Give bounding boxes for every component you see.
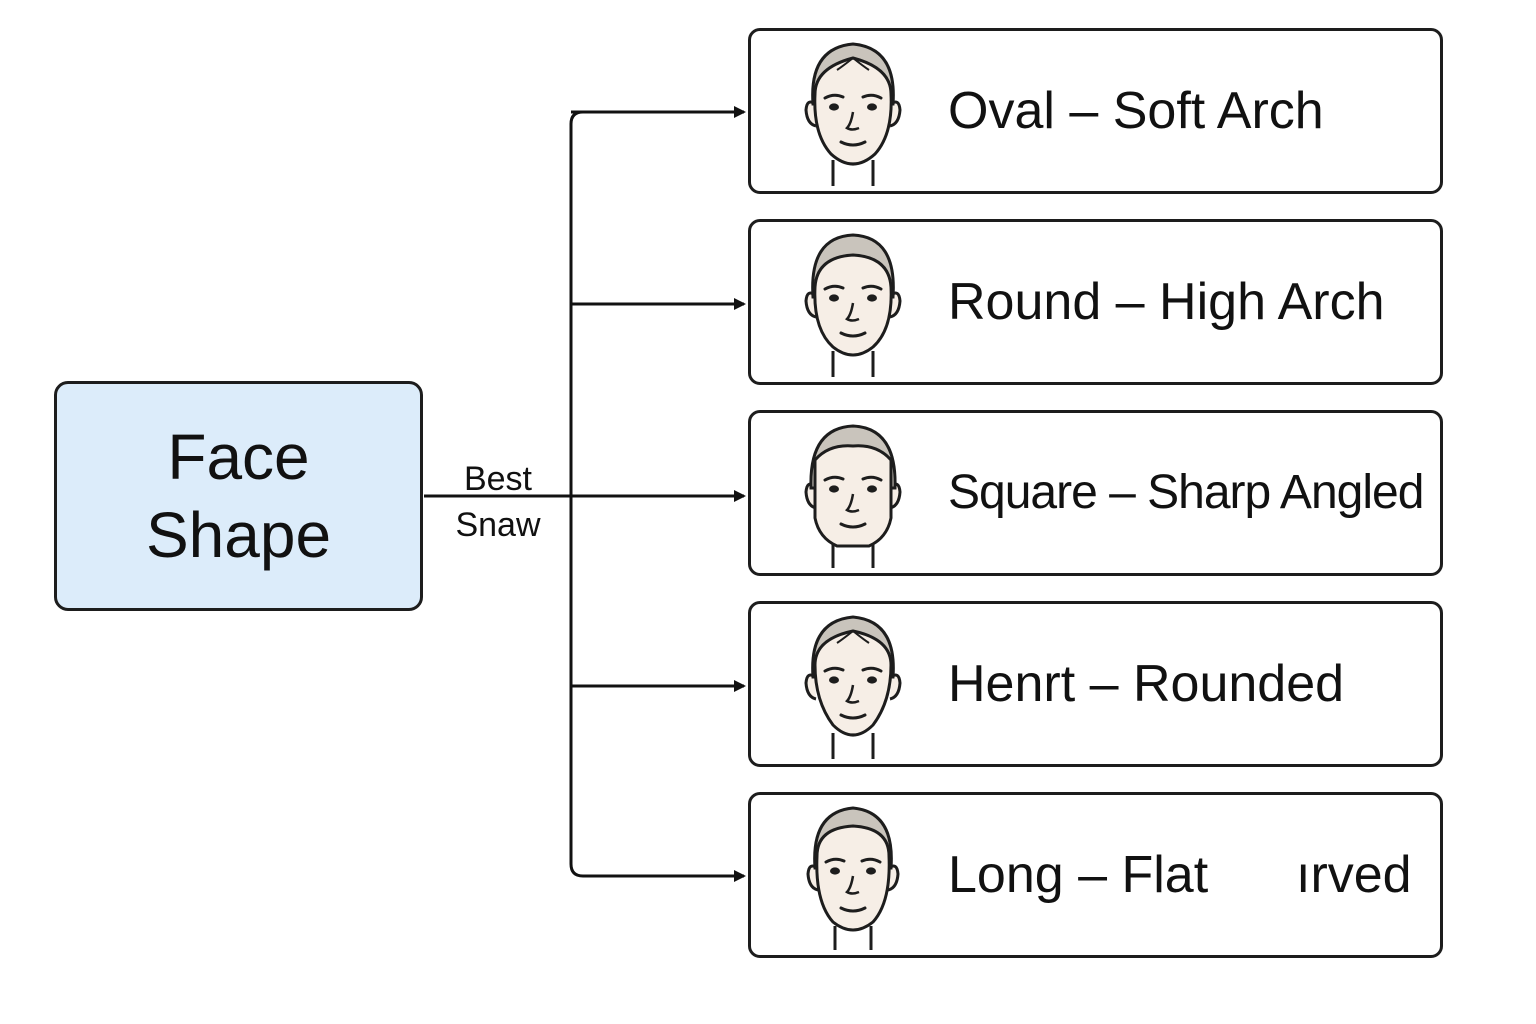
face-square-icon <box>804 424 902 568</box>
result-card-round: Round – High Arch <box>748 219 1443 385</box>
face-long-icon <box>806 806 900 950</box>
result-card-square: Square – Sharp Angled <box>748 410 1443 576</box>
result-card-long: Long – Flat ırved <box>748 792 1443 958</box>
result-label-long-fragment: ırved <box>1296 846 1412 904</box>
result-label-round: Round – High Arch <box>948 273 1385 331</box>
trunk-line <box>569 110 584 878</box>
result-label-heart: Henrt – Rounded <box>948 655 1345 713</box>
result-card-heart: Henrt – Rounded <box>748 601 1443 767</box>
edge-label-line-2: Snaw <box>455 506 541 544</box>
face-heart-icon <box>804 615 902 759</box>
result-card-oval: Oval – Soft Arch <box>748 28 1443 194</box>
face-oval-icon <box>804 42 902 186</box>
source-title-line-1: Face <box>167 421 310 493</box>
result-label-square: Square – Sharp Angled <box>948 466 1424 519</box>
face-round-icon <box>804 233 902 377</box>
result-label-long: Long – Flat <box>948 846 1209 904</box>
source-title-line-2: Shape <box>145 499 332 571</box>
edge-label-line-1: Best <box>463 460 533 498</box>
result-label-oval: Oval – Soft Arch <box>948 82 1324 140</box>
face-shape-node: Face Shape <box>54 381 423 611</box>
